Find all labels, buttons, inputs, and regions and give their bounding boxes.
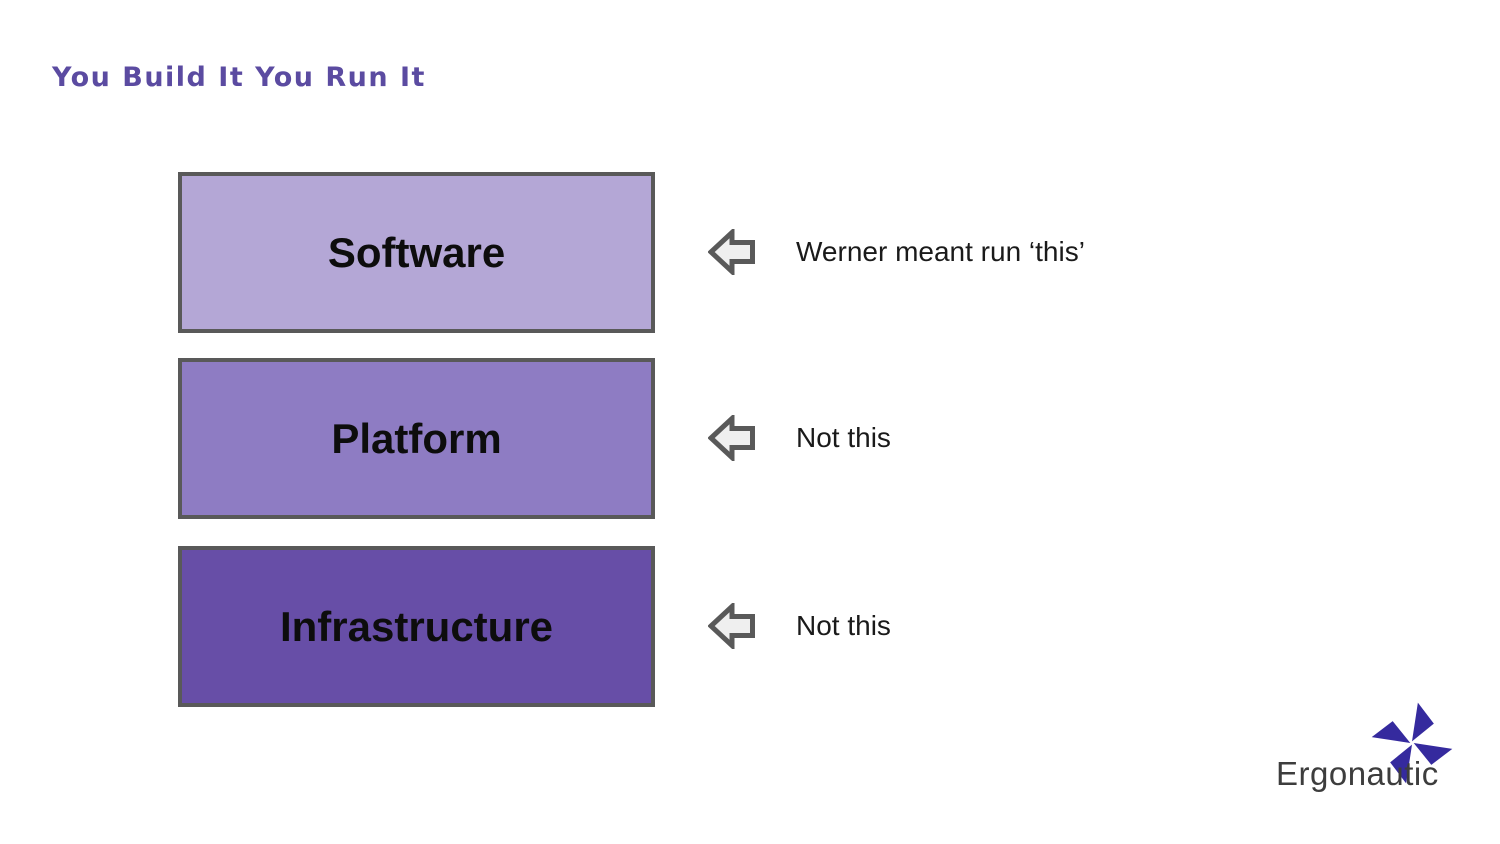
annotation-text: Werner meant run ‘this’	[796, 236, 1085, 267]
layer-label-platform: Platform	[331, 414, 502, 462]
pinwheel-logo-icon	[1371, 702, 1453, 784]
left-block-arrow-icon	[708, 603, 755, 649]
slide-title: You Build It You Run It	[52, 62, 426, 93]
annotation-text: Not this	[796, 610, 891, 641]
layer-box-platform: Platform	[178, 358, 655, 519]
layer-label-infrastructure: Infrastructure	[279, 602, 554, 650]
annotation-row: Werner meant run ‘this’	[708, 228, 1085, 276]
layer-box-software: Software	[178, 172, 655, 333]
annotation-row: Not this	[708, 414, 891, 462]
annotation-text: Not this	[796, 422, 891, 453]
layer-label-software: Software	[327, 228, 506, 276]
layer-stack: Software Platform Infrastructure	[178, 172, 655, 732]
left-block-arrow-icon	[708, 415, 755, 461]
logo-wordmark: Ergonautic	[1276, 755, 1439, 792]
layer-box-infrastructure: Infrastructure	[178, 546, 655, 707]
annotation-row: Not this	[708, 602, 891, 650]
left-block-arrow-icon	[708, 229, 755, 275]
